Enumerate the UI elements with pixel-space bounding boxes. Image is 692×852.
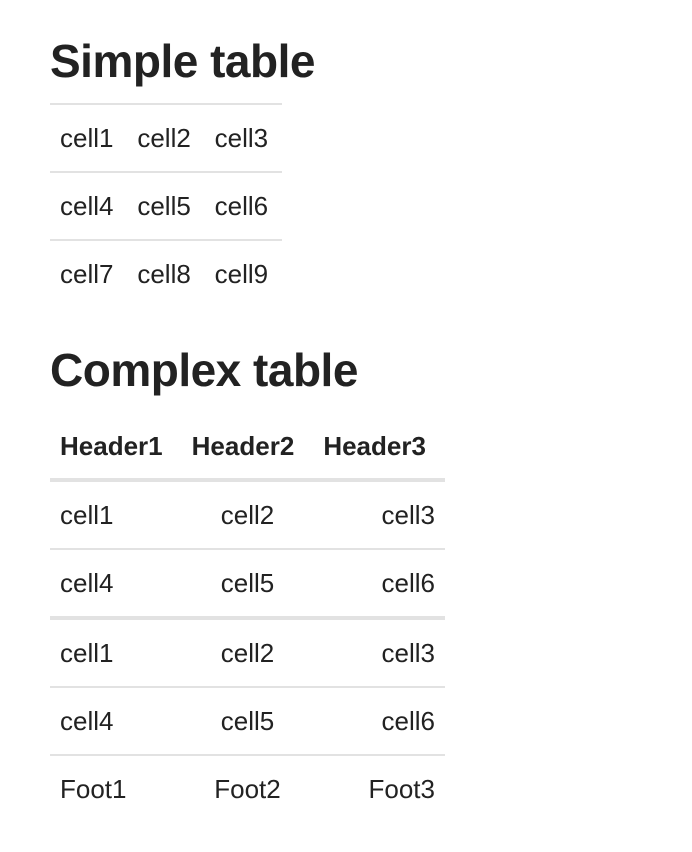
column-header: Header3 (323, 430, 426, 461)
table-cell: cell5 (181, 686, 314, 755)
column-header: Header1 (60, 430, 163, 461)
footer-cell: Foot2 (181, 754, 314, 822)
table-row: cell4 cell5 cell6 (50, 548, 445, 618)
table-header-row: Header1 Header2 Header3 (50, 413, 445, 480)
simple-table-title: Simple table (50, 35, 315, 87)
table-cell: cell1 (60, 500, 114, 530)
table-cell: cell3 (381, 500, 435, 530)
table-footer-row: Foot1 Foot2 Foot3 (50, 754, 445, 822)
table-cell: cell6 (313, 686, 445, 755)
table-cell: cell5 (127, 171, 205, 240)
simple-table: cell1 cell2 cell3 cell4 cell5 cell6 cell… (50, 103, 282, 307)
table-cell: cell5 (181, 548, 314, 618)
table-row: cell4 cell5 cell6 (50, 686, 445, 755)
complex-table-title: Complex table (50, 344, 358, 396)
table-cell: cell6 (204, 171, 282, 240)
table-body-group: cell1 cell2 cell3 cell4 cell5 cell6 (50, 616, 445, 755)
table-body-group: cell1 cell2 cell3 cell4 cell5 cell6 (50, 480, 445, 618)
table-row: cell1 cell2 cell3 (50, 616, 445, 687)
table-cell: cell7 (50, 239, 128, 307)
table-cell: cell1 (60, 123, 114, 153)
table-cell: cell3 (214, 123, 269, 153)
complex-table: Header1 Header2 Header3 cell1 cell2 cell… (50, 413, 445, 822)
column-header: Header2 (191, 430, 295, 461)
table-row: cell1 cell2 cell3 (50, 104, 282, 172)
table-row: cell7 cell8 cell9 (50, 239, 282, 307)
table-cell: cell2 (137, 123, 191, 153)
table-cell: cell4 (50, 686, 182, 755)
table-row: cell4 cell5 cell6 (50, 171, 282, 240)
table-cell: cell4 (50, 171, 128, 240)
table-cell: cell2 (181, 616, 314, 687)
footer-cell: Foot3 (313, 754, 445, 822)
table-cell: cell2 (220, 500, 275, 530)
table-row: cell1 cell2 cell3 (50, 480, 445, 549)
table-cell: cell4 (50, 548, 182, 618)
footer-cell: Foot1 (50, 754, 182, 822)
table-cell: cell6 (313, 548, 445, 618)
table-cell: cell3 (313, 616, 445, 687)
table-cell: cell1 (50, 616, 182, 687)
table-cell: cell8 (127, 239, 205, 307)
table-cell: cell9 (204, 239, 282, 307)
